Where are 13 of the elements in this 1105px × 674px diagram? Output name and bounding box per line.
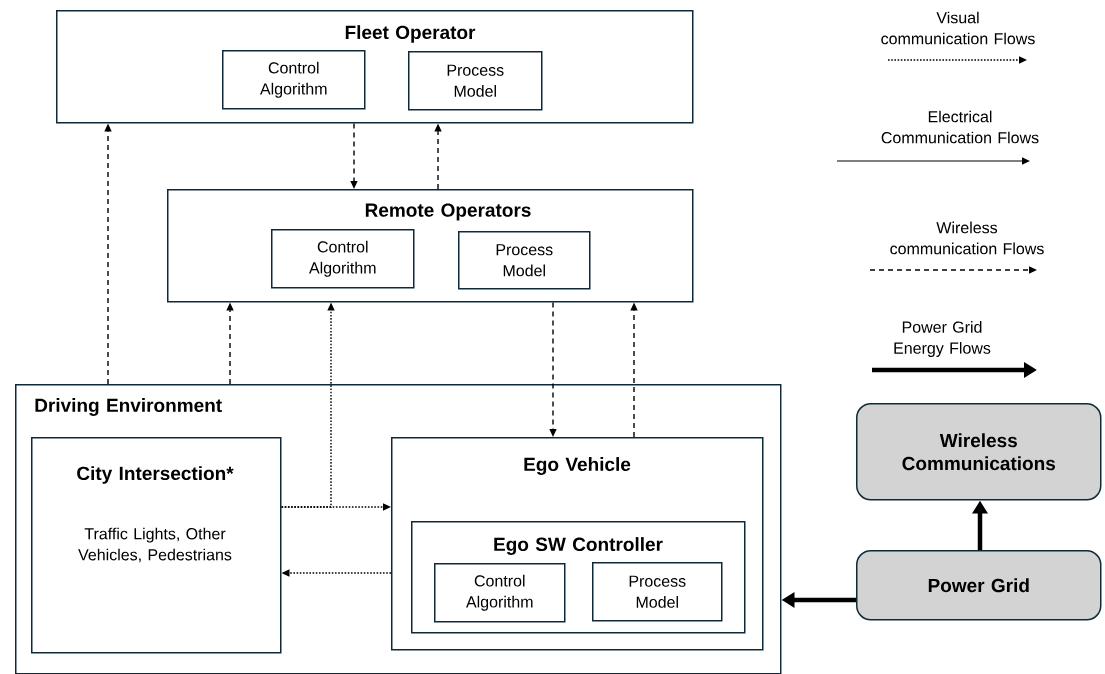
system-box: Wireless Communications — [856, 403, 1102, 501]
component-box: Process Model — [408, 51, 543, 111]
component-box: Control Algorithm — [434, 563, 566, 623]
component-box: Process Model — [592, 562, 723, 622]
component-box: Process Model — [458, 231, 591, 290]
component-box: Control Algorithm — [222, 50, 366, 110]
legend-label: Wireless communication Flows — [890, 221, 1044, 255]
legend-label: Power Grid Energy Flows — [894, 321, 991, 357]
component-box: Control Algorithm — [271, 229, 415, 289]
legend-label: Electrical Communication Flows — [881, 110, 1039, 144]
group-box: City Intersection* Traffic Lights, Other Vehicles, Pedestrians — [31, 437, 282, 654]
legend-label: Visual communication Flows — [881, 11, 1035, 45]
system-box: Power Grid — [856, 550, 1102, 621]
